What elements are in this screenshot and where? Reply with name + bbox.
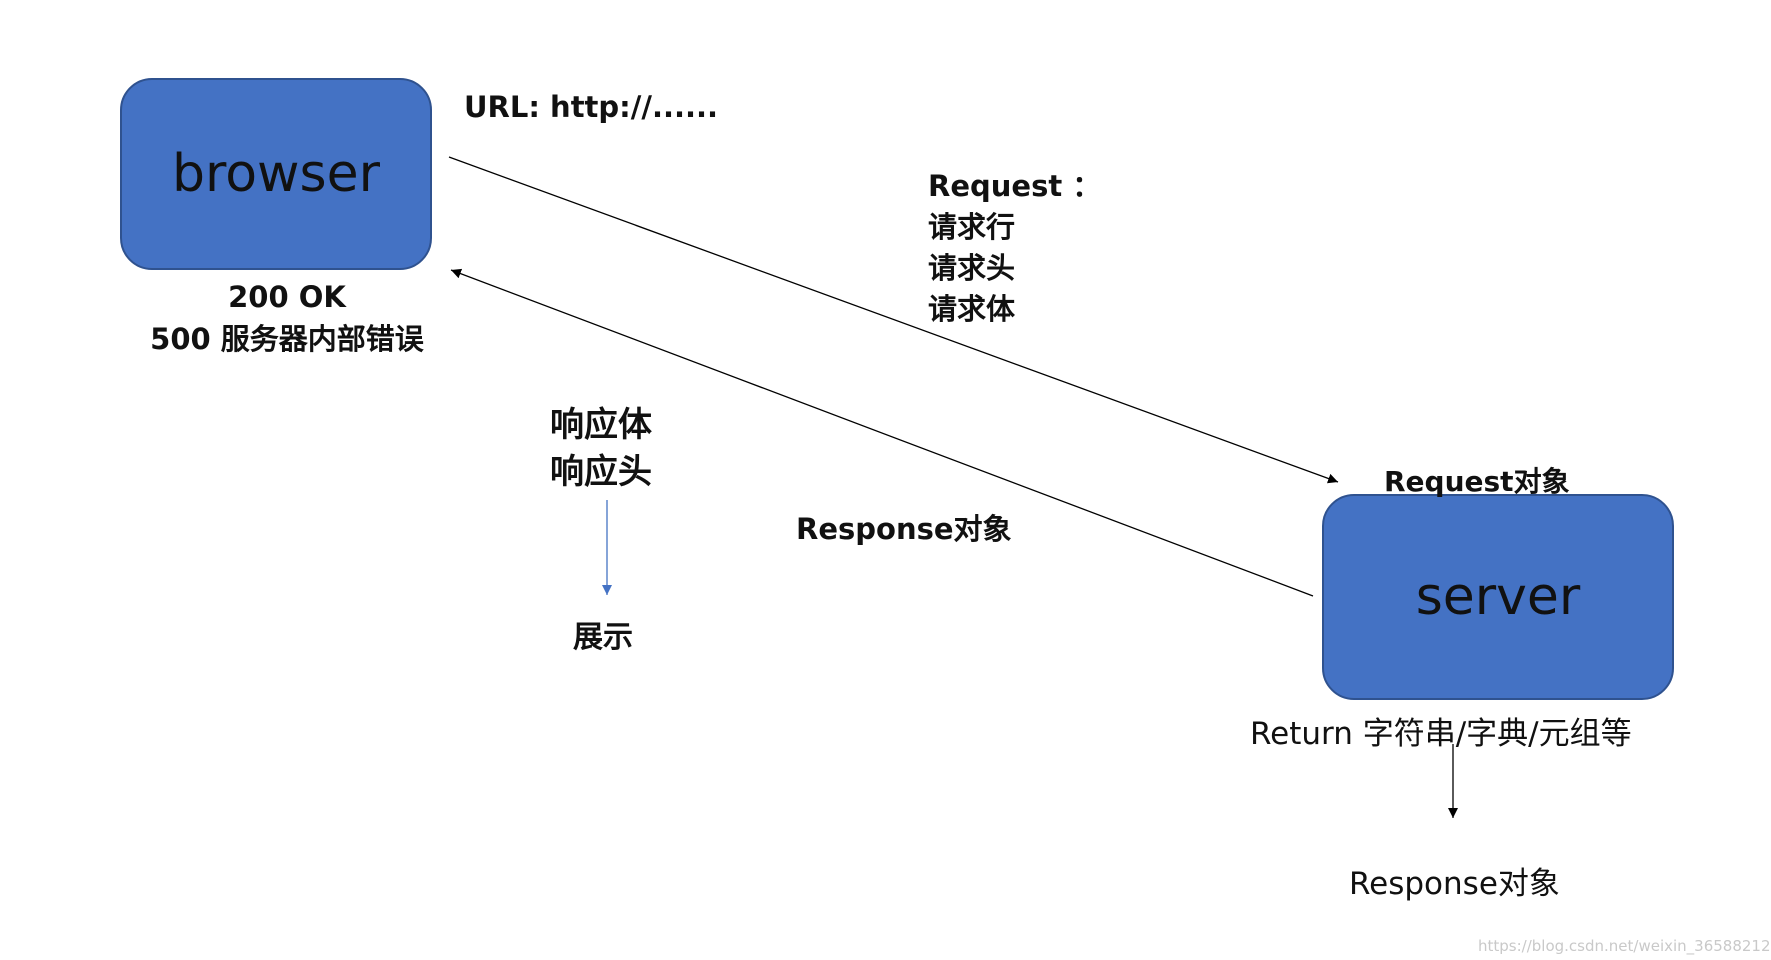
request-body: 请求体 (928, 292, 1016, 326)
request-header: 请求头 (928, 251, 1016, 285)
response-parts: 响应体 响应头 (550, 402, 652, 496)
status-codes: 200 OK 500 服务器内部错误 (134, 276, 440, 360)
url-label: URL: http://...... (464, 90, 719, 124)
server-node-label: server (1415, 567, 1581, 627)
status-error: 500 服务器内部错误 (150, 322, 424, 356)
response-object-label: Response对象 (796, 512, 1012, 546)
request-object-label: Request对象 (1384, 465, 1570, 498)
server-node: server (1322, 494, 1674, 700)
response-body-label: 响应体 (550, 405, 652, 445)
watermark: https://blog.csdn.net/weixin_36588212 (1478, 937, 1771, 955)
request-line: 请求行 (928, 210, 1016, 244)
response-arrow (450, 268, 1314, 597)
request-title: Request ： (928, 169, 1102, 203)
browser-node: browser (120, 78, 432, 270)
browser-node-label: browser (171, 144, 381, 204)
response-header-label: 响应头 (550, 452, 652, 492)
request-parts: Request ： 请求行 请求头 请求体 (928, 166, 1101, 330)
return-label: Return 字符串/字典/元组等 (1250, 716, 1632, 752)
status-ok: 200 OK (228, 280, 346, 314)
request-arrow (448, 156, 1339, 484)
display-label: 展示 (573, 620, 633, 655)
response-object-result-label: Response对象 (1349, 866, 1560, 902)
